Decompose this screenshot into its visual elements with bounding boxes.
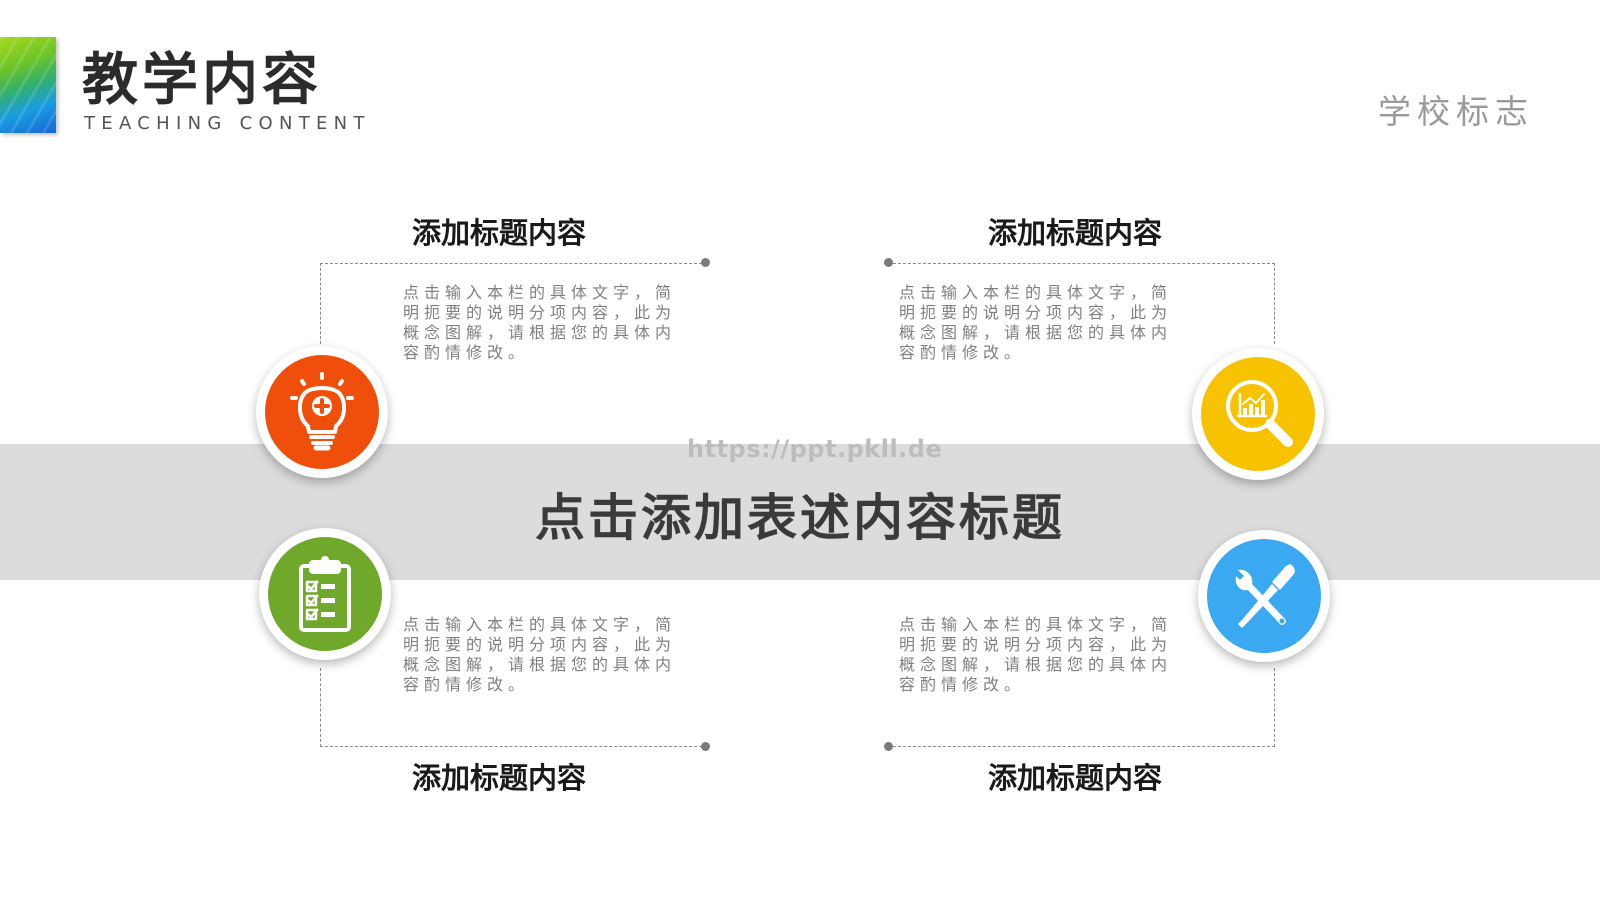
frame-top-right [888,263,1275,344]
card-desc-top-left[interactable]: 点击输入本栏的具体文字，简明扼要的说明分项内容，此为概念图解，请根据您的具体内容… [403,283,677,362]
icon-badge-bottom-right [1198,530,1330,662]
frame-dot [701,258,710,267]
icon-badge-bottom-left [259,528,391,660]
page-subtitle: TEACHING CONTENT [84,113,371,134]
frame-bottom-left [320,668,707,747]
card-desc-bottom-left[interactable]: 点击输入本栏的具体文字，简明扼要的说明分项内容，此为概念图解，请根据您的具体内容… [403,615,677,694]
center-band [0,444,1600,580]
watermark: https://ppt.pkll.de [687,435,943,463]
clipboard-checklist-icon [299,556,351,632]
center-title[interactable]: 点击添加表述内容标题 [535,489,1065,547]
card-desc-top-right[interactable]: 点击输入本栏的具体文字，简明扼要的说明分项内容，此为概念图解，请根据您的具体内容… [899,283,1173,362]
card-title-top-right[interactable]: 添加标题内容 [988,216,1163,250]
card-title-bottom-right[interactable]: 添加标题内容 [988,761,1163,795]
school-logo-placeholder[interactable]: 学校标志 [1378,92,1534,131]
card-title-top-left[interactable]: 添加标题内容 [412,216,587,250]
card-desc-bottom-right[interactable]: 点击输入本栏的具体文字，简明扼要的说明分项内容，此为概念图解，请根据您的具体内容… [899,615,1173,694]
frame-top-left [320,263,707,344]
magnifier-chart-icon [1226,380,1293,447]
page-title: 教学内容 [82,48,322,113]
frame-dot [884,258,893,267]
wrench-screwdriver-icon [1235,564,1295,628]
card-title-bottom-left[interactable]: 添加标题内容 [412,761,587,795]
frame-dot [701,742,710,751]
frame-dot [884,742,893,751]
frame-bottom-right [888,668,1275,747]
lightbulb-plus-icon [290,372,354,451]
icon-badge-top-right [1192,348,1324,480]
logo-decoration [0,37,56,133]
icon-badge-top-left [256,346,388,478]
